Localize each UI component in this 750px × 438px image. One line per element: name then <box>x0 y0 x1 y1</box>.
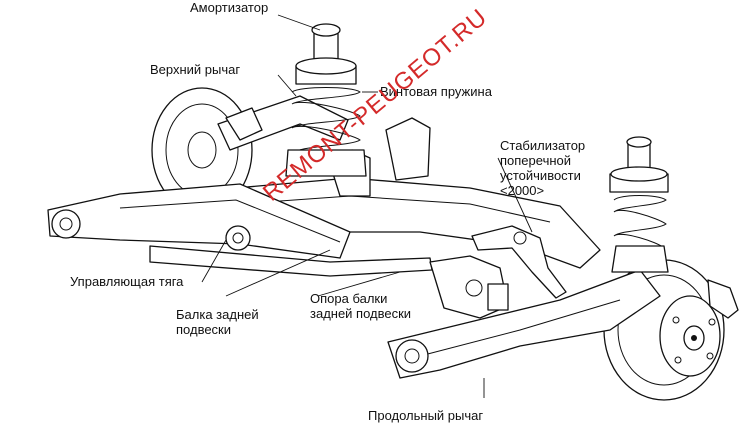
label-shock-absorber: Амортизатор <box>190 0 269 15</box>
beam-mount <box>429 255 509 319</box>
label-trailing-arm: Продольный рычаг <box>368 408 484 423</box>
left-coil-spring <box>285 23 367 177</box>
label-control-rod: Управляющая тяга <box>70 274 184 289</box>
label-coil-spring: Винтовая пружина <box>380 84 492 99</box>
right-shock-assembly <box>609 136 669 273</box>
stabilizer-bar <box>471 225 567 299</box>
trailing-arm <box>387 269 661 379</box>
left-lateral-arm <box>47 183 351 259</box>
label-beam-mount: Опора балки задней подвески <box>310 291 412 321</box>
label-upper-arm: Верхний рычаг <box>150 62 241 77</box>
left-upper-arm <box>217 95 349 151</box>
label-stabilizer: Стабилизатор поперечной устойчивости <20… <box>500 138 586 198</box>
leader-lines <box>201 14 533 398</box>
label-rear-beam: Балка задней подвески <box>176 307 259 337</box>
